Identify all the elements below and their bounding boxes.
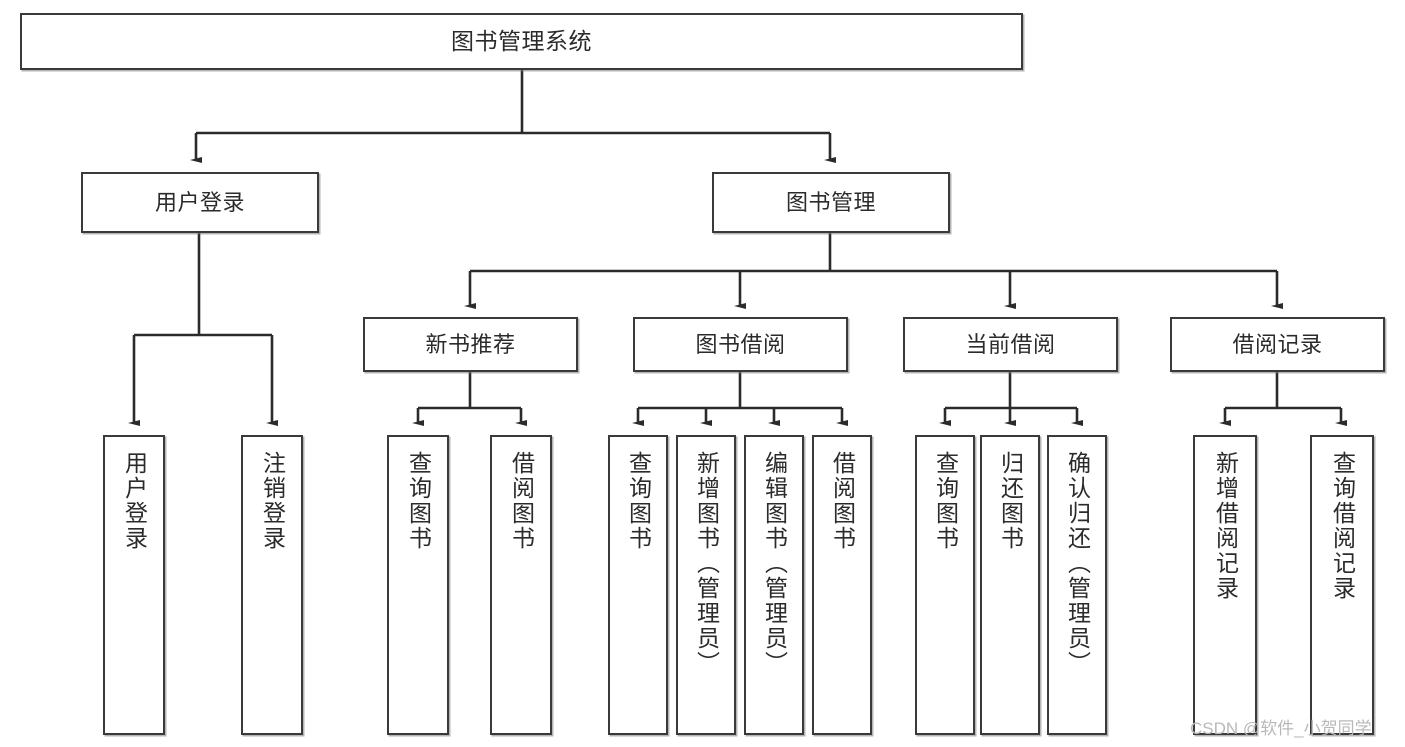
leaf-edit-book-admin[interactable]: 编辑图书（管理员） <box>744 435 804 735</box>
leaf-add-borrow-record[interactable]: 新增借阅记录 <box>1193 435 1257 735</box>
leaf-query-book-borrow[interactable]: 查询图书 <box>608 435 668 735</box>
leaf-confirm-return-admin[interactable]: 确认归还（管理员） <box>1047 435 1107 735</box>
leaf-add-book-admin[interactable]: 新增图书（管理员） <box>676 435 736 735</box>
csdn-watermark: CSDN @软件_小贺同学 <box>1190 719 1372 738</box>
leaf-query-book-recommend[interactable]: 查询图书 <box>387 435 449 735</box>
node-user-login[interactable]: 用户登录 <box>81 172 319 233</box>
node-label: 归还图书 <box>997 451 1024 551</box>
node-label: 图书管理系统 <box>451 28 592 55</box>
node-current-borrow[interactable]: 当前借阅 <box>903 317 1118 372</box>
node-label: 借阅记录 <box>1232 331 1323 357</box>
leaf-user-login[interactable]: 用户登录 <box>103 435 165 735</box>
node-label: 新增借阅记录 <box>1212 451 1239 601</box>
node-label: 图书管理 <box>785 189 876 215</box>
node-label: 图书借阅 <box>695 331 786 357</box>
node-book-borrow[interactable]: 图书借阅 <box>633 317 848 372</box>
leaf-query-borrow-record[interactable]: 查询借阅记录 <box>1310 435 1374 735</box>
leaf-query-book-current[interactable]: 查询图书 <box>915 435 975 735</box>
node-label: 查询图书 <box>625 451 652 551</box>
node-label: 新增图书（管理员） <box>693 451 720 676</box>
node-label: 确认归还（管理员） <box>1064 451 1091 676</box>
node-borrow-record[interactable]: 借阅记录 <box>1170 317 1385 372</box>
leaf-logout-login[interactable]: 注销登录 <box>241 435 303 735</box>
node-label: 借阅图书 <box>829 451 856 551</box>
leaf-borrow-book[interactable]: 借阅图书 <box>812 435 872 735</box>
node-root-system[interactable]: 图书管理系统 <box>20 13 1023 70</box>
node-label: 编辑图书（管理员） <box>761 451 788 676</box>
node-label: 用户登录 <box>154 189 245 215</box>
node-book-manage[interactable]: 图书管理 <box>712 172 950 233</box>
leaf-return-book[interactable]: 归还图书 <box>980 435 1040 735</box>
node-label: 注销登录 <box>259 451 286 551</box>
node-new-book-recommend[interactable]: 新书推荐 <box>363 317 578 372</box>
node-label: 新书推荐 <box>425 331 516 357</box>
node-label: 当前借阅 <box>965 331 1056 357</box>
node-label: 查询图书 <box>932 451 959 551</box>
node-label: 用户登录 <box>121 451 148 551</box>
node-label: 借阅图书 <box>508 451 535 551</box>
leaf-borrow-book-recommend[interactable]: 借阅图书 <box>490 435 552 735</box>
node-label: 查询借阅记录 <box>1329 451 1356 601</box>
node-label: 查询图书 <box>405 451 432 551</box>
